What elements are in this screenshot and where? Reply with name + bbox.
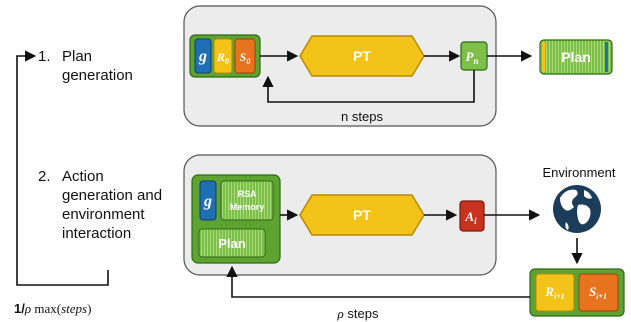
- svg-text:generation: generation: [62, 67, 133, 84]
- pt-block-top: PT: [299, 35, 425, 77]
- loop-label: 1/ρ max(steps): [14, 301, 91, 316]
- svg-text:interaction: interaction: [62, 225, 131, 242]
- svg-text:PT: PT: [353, 48, 371, 64]
- top-input-group: g R0 S0: [189, 34, 261, 78]
- state-group: Ri+1 Si+1: [529, 268, 625, 317]
- svg-text:environment: environment: [62, 206, 145, 223]
- svg-text:g: g: [198, 48, 207, 65]
- svg-text:S0: S0: [240, 50, 251, 66]
- pn-block: Pn: [460, 41, 488, 71]
- rho-steps-label: ρ steps: [337, 306, 379, 321]
- step2-label: 2. Action generation and environment int…: [38, 168, 162, 242]
- svg-text:Pn: Pn: [466, 49, 479, 66]
- step1-label: 1. Plan generation: [38, 48, 133, 84]
- arrow-n-steps: [262, 70, 475, 103]
- svg-text:Action: Action: [62, 168, 104, 185]
- bottom-input-group: g RSA Memory Plan: [191, 174, 281, 264]
- svg-text:R0: R0: [216, 50, 229, 66]
- svg-text:PT: PT: [353, 207, 371, 223]
- svg-text:2.: 2.: [38, 168, 51, 185]
- globe-icon: [553, 185, 601, 233]
- svg-text:Plan: Plan: [561, 49, 591, 65]
- n-steps-label: n steps: [341, 109, 383, 124]
- svg-text:Ai: Ai: [464, 209, 477, 226]
- svg-text:Plan: Plan: [62, 48, 92, 65]
- arrow-rho-steps: [226, 265, 530, 298]
- svg-text:RSA: RSA: [237, 189, 257, 199]
- loop-arrow: [16, 50, 109, 286]
- ai-block: Ai: [459, 200, 485, 232]
- environment-label: Environment: [543, 165, 616, 180]
- svg-text:Si+1: Si+1: [589, 284, 607, 301]
- svg-text:generation and: generation and: [62, 187, 162, 204]
- svg-text:Ri+1: Ri+1: [544, 284, 564, 301]
- svg-text:g: g: [203, 193, 212, 210]
- plan-output: Plan: [539, 39, 613, 75]
- pt-block-bottom: PT: [299, 194, 425, 236]
- svg-text:Plan: Plan: [218, 236, 246, 251]
- svg-text:Memory: Memory: [230, 202, 265, 212]
- svg-text:1.: 1.: [38, 48, 51, 65]
